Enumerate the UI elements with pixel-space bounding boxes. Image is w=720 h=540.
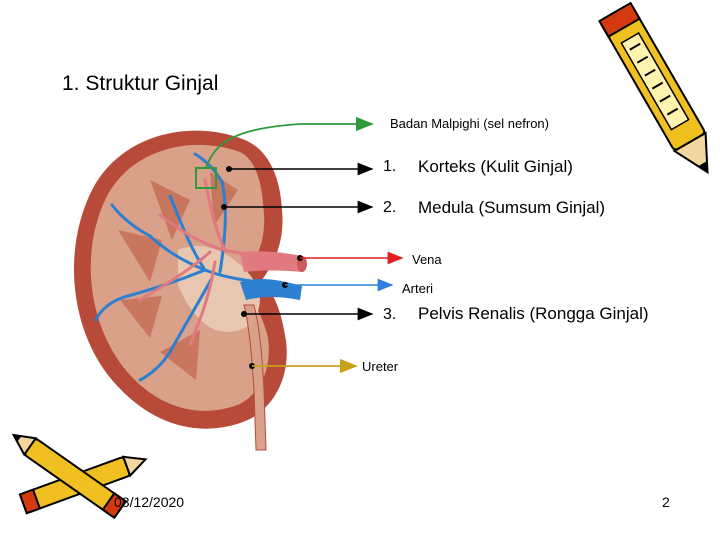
label-pelvis-number: 3. — [383, 306, 396, 324]
label-malpighi: Badan Malpighi (sel nefron) — [390, 116, 549, 131]
page-number: 2 — [662, 494, 670, 510]
label-korteks-number: 1. — [383, 158, 396, 176]
pencil-icon — [599, 3, 720, 181]
label-arteri: Arteri — [402, 281, 433, 296]
label-medula-number: 2. — [383, 199, 396, 217]
renal-vein — [240, 279, 302, 300]
kidney-illustration — [74, 131, 307, 450]
label-korteks: Korteks (Kulit Ginjal) — [418, 157, 573, 177]
label-ureter: Ureter — [362, 359, 398, 374]
slide-date: 08/12/2020 — [114, 494, 184, 510]
label-vena: Vena — [412, 252, 442, 267]
label-pelvis: Pelvis Renalis (Rongga Ginjal) — [418, 304, 649, 324]
label-medula: Medula (Sumsum Ginjal) — [418, 198, 605, 218]
renal-artery — [240, 251, 302, 272]
